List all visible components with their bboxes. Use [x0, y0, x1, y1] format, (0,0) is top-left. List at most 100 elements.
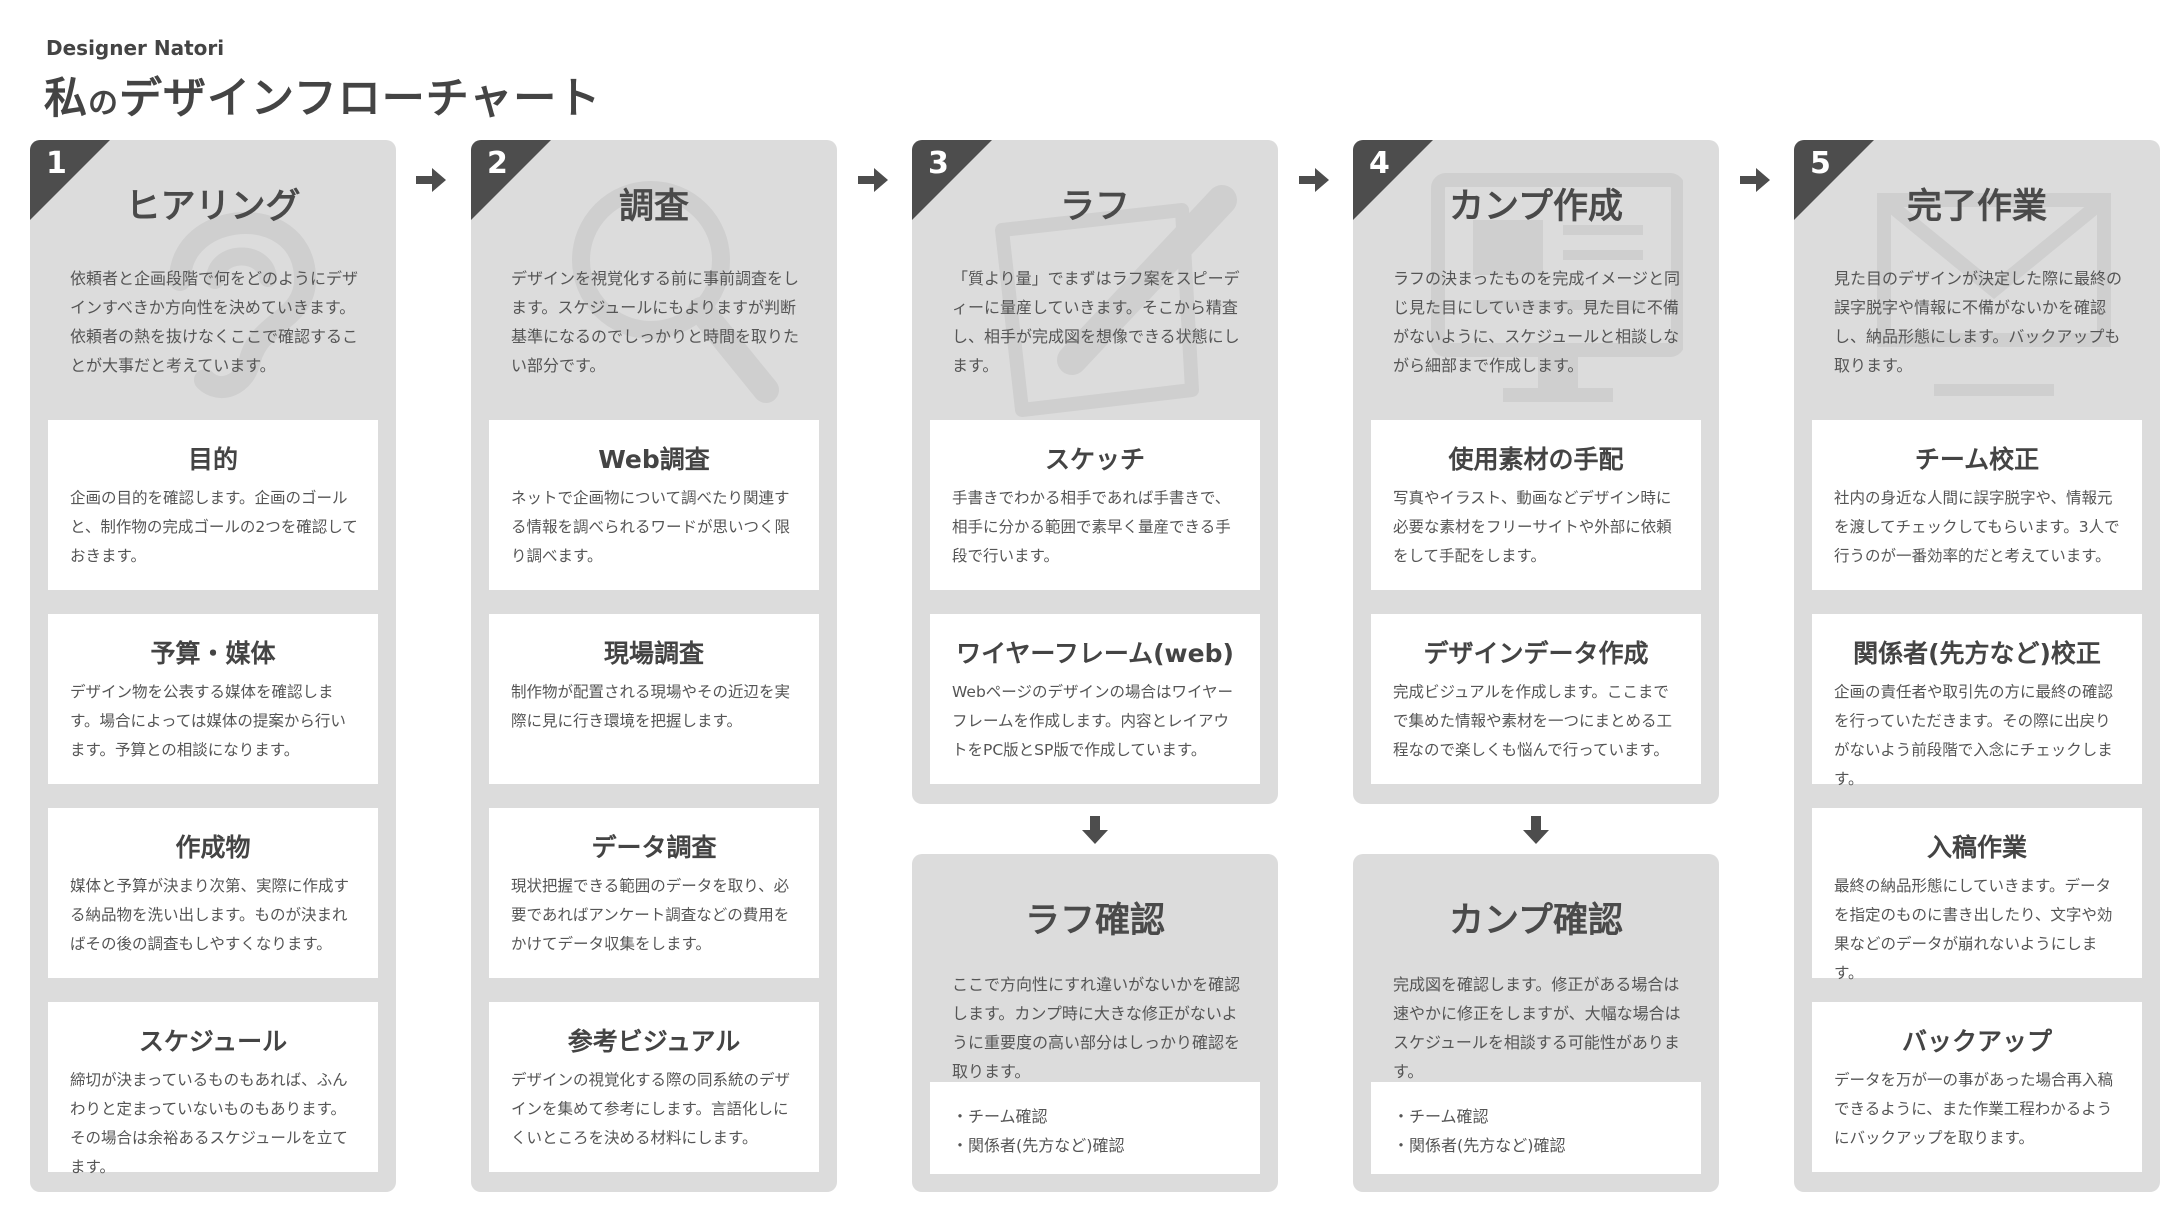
- stage-3-panel: 3 ラフ 「質より量」でまずはラフ案をスピーディーに量産していきます。そこから精…: [912, 140, 1278, 804]
- stage-1-column: 1 ヒアリング 依頼者と企画段階で何をどのようにデザインすべきか方向性を決めてい…: [30, 140, 396, 1192]
- stage-4-confirm-panel: カンプ確認 完成図を確認します。修正がある場合は速やかに修正をしますが、大幅な場…: [1353, 854, 1719, 1192]
- step-text: 企画の責任者や取引先の方に最終の確認を行っていただきます。その際に出戻りがないよ…: [1834, 683, 2114, 788]
- stage-number-corner: [1794, 140, 1874, 220]
- stage-3-column: 3 ラフ 「質より量」でまずはラフ案をスピーディーに量産していきます。そこから精…: [912, 140, 1278, 804]
- stage-description: 依頼者と企画段階で何をどのようにデザインすべきか方向性を決めていきます。依頼者の…: [70, 269, 359, 375]
- stage-3-confirm-panel: ラフ確認 ここで方向性にすれ違いがないかを確認します。カンプ時に大きな修正がない…: [912, 854, 1278, 1192]
- arrow-down-icon: [1523, 816, 1549, 844]
- step-card: チーム校正 社内の身近な人間に誤字脱字や、情報元を渡してチェックしてもらいます。…: [1812, 420, 2142, 590]
- stage-number-corner: [471, 140, 551, 220]
- stage-description: 見た目のデザインが決定した際に最終の誤字脱字や情報に不備がないかを確認し、納品形…: [1834, 269, 2123, 375]
- step-text: 完成ビジュアルを作成します。ここまでで集めた情報や素材を一つにまとめる工程なので…: [1393, 683, 1673, 759]
- step-text: デザイン物を公表する媒体を確認します。場合によっては媒体の提案から行います。予算…: [70, 683, 346, 759]
- step-card: 参考ビジュアル デザインの視覚化する際の同系統のデザインを集めて参考にします。言…: [489, 1002, 819, 1172]
- confirm-checklist: チーム確認 関係者(先方など)確認: [1371, 1082, 1701, 1174]
- confirm-title: ラフ確認: [1024, 901, 1165, 941]
- step-card: 予算・媒体 デザイン物を公表する媒体を確認します。場合によっては媒体の提案から行…: [48, 614, 378, 784]
- step-card: 使用素材の手配 写真やイラスト、動画などデザイン時に必要な素材をフリーサイトや外…: [1371, 420, 1701, 590]
- arrow-down-icon: [1082, 816, 1108, 844]
- arrow-right-icon: [1740, 168, 1770, 192]
- step-title: 予算・媒体: [150, 639, 276, 668]
- step-text: デザインの視覚化する際の同系統のデザインを集めて参考にします。言語化しにくいとこ…: [511, 1071, 791, 1147]
- stage-4-panel: 4 カンプ作成 ラフの決まったものを完成イメージと同じ見た目にしていきます。見た…: [1353, 140, 1719, 804]
- stage-title: ヒアリング: [125, 187, 301, 227]
- step-text: 締切が決まっているものもあれば、ふんわりと定まっていないものもあります。その場合…: [70, 1071, 348, 1176]
- stage-5-column: 5 完了作業 見た目のデザインが決定した際に最終の誤字脱字や情報に不備がないかを…: [1794, 140, 2160, 1192]
- step-card: スケジュール 締切が決まっているものもあれば、ふんわりと定まっていないものもあり…: [48, 1002, 378, 1176]
- stage-description: デザインを視覚化する前に事前調査をします。スケジュールにもよりますが判断基準にな…: [511, 269, 800, 375]
- step-text: Webページのデザインの場合はワイヤーフレームを作成します。内容とレイアウトをP…: [952, 683, 1234, 759]
- title-prefix: 私: [44, 74, 88, 124]
- checklist-item: 関係者(先方など)確認: [1393, 1131, 1566, 1160]
- stage-number: 1: [46, 146, 67, 181]
- step-text: 制作物が配置される現場やその近辺を実際に見に行き環境を把握します。: [511, 683, 791, 730]
- stage-description: ラフの決まったものを完成イメージと同じ見た目にしていきます。見た目に不備がないよ…: [1393, 269, 1681, 375]
- step-text: 最終の納品形態にしていきます。データを指定のものに書き出したり、文字や効果などの…: [1834, 877, 2113, 982]
- stage-2-column: 2 調査 デザインを視覚化する前に事前調査をします。スケジュールにもよりますが判…: [471, 140, 837, 1192]
- step-text: 写真やイラスト、動画などデザイン時に必要な素材をフリーサイトや外部に依頼をして手…: [1393, 489, 1672, 565]
- step-text: 社内の身近な人間に誤字脱字や、情報元を渡してチェックしてもらいます。3人で行うの…: [1834, 489, 2120, 565]
- step-text: 手書きでわかる相手であれば手書きで、相手に分かる範囲で素早く量産できる手段で行い…: [952, 489, 1231, 565]
- confirm-checklist: チーム確認 関係者(先方など)確認: [930, 1082, 1260, 1174]
- step-card: デザインデータ作成 完成ビジュアルを作成します。ここまでで集めた情報や素材を一つ…: [1371, 614, 1701, 784]
- step-card: ワイヤーフレーム(web) Webページのデザインの場合はワイヤーフレームを作成…: [930, 614, 1260, 784]
- step-card: 作成物 媒体と予算が決まり次第、実際に作成する納品物を洗い出します。ものが決まれ…: [48, 808, 378, 978]
- author-label: Designer Natori: [46, 36, 225, 60]
- stage-description: 「質より量」でまずはラフ案をスピーディーに量産していきます。そこから精査し、相手…: [952, 269, 1240, 375]
- step-card: 目的 企画の目的を確認します。企画のゴールと、制作物の完成ゴールの2つを確認して…: [48, 420, 378, 590]
- step-text: ネットで企画物について調べたり関連する情報を調べられるワードが思いつく限り調べま…: [511, 489, 791, 565]
- checklist-item: チーム確認: [952, 1102, 1125, 1131]
- stage-title: 調査: [618, 187, 689, 227]
- title-particle: の: [88, 86, 119, 121]
- stage-title: 完了作業: [1906, 187, 2047, 227]
- step-title: デザインデータ作成: [1423, 639, 1649, 668]
- stage-5-panel: 5 完了作業 見た目のデザインが決定した際に最終の誤字脱字や情報に不備がないかを…: [1794, 140, 2160, 1192]
- confirm-description: ここで方向性にすれ違いがないかを確認します。カンプ時に大きな修正がないように重要…: [952, 975, 1241, 1081]
- step-text: 企画の目的を確認します。企画のゴールと、制作物の完成ゴールの2つを確認しておきま…: [70, 489, 358, 565]
- step-title: データ調査: [591, 833, 717, 862]
- stage-number-corner: [912, 140, 992, 220]
- stage-2-panel: 2 調査 デザインを視覚化する前に事前調査をします。スケジュールにもよりますが判…: [471, 140, 837, 1192]
- checklist-item: 関係者(先方など)確認: [952, 1131, 1125, 1160]
- step-card: データ調査 現状把握できる範囲のデータを取り、必要であればアンケート調査などの費…: [489, 808, 819, 978]
- stage-title: ラフ: [1059, 187, 1130, 227]
- step-card: Web調査 ネットで企画物について調べたり関連する情報を調べられるワードが思いつ…: [489, 420, 819, 590]
- step-title: 入稿作業: [1926, 833, 2027, 862]
- step-text: 媒体と予算が決まり次第、実際に作成する納品物を洗い出します。ものが決まればその後…: [70, 877, 350, 953]
- step-title: 関係者(先方など)校正: [1853, 639, 2101, 668]
- step-title: 現場調査: [603, 639, 704, 668]
- arrow-right-icon: [416, 168, 446, 192]
- step-title: チーム校正: [1914, 445, 2040, 474]
- stage-1-panel: 1 ヒアリング 依頼者と企画段階で何をどのようにデザインすべきか方向性を決めてい…: [30, 140, 396, 1192]
- step-title: バックアップ: [1901, 1027, 2052, 1056]
- confirm-description: 完成図を確認します。修正がある場合は速やかに修正をしますが、大幅な場合はスケジュ…: [1393, 975, 1681, 1081]
- step-card: 入稿作業 最終の納品形態にしていきます。データを指定のものに書き出したり、文字や…: [1812, 808, 2142, 982]
- stage-number: 5: [1810, 146, 1831, 181]
- step-card: スケッチ 手書きでわかる相手であれば手書きで、相手に分かる範囲で素早く量産できる…: [930, 420, 1260, 590]
- stage-number-corner: [30, 140, 110, 220]
- step-card: バックアップ データを万が一の事があった場合再入稿できるように、また作業工程わか…: [1812, 1002, 2142, 1172]
- stage-4-column: 4 カンプ作成 ラフの決まったものを完成イメージと同じ見た目にしていきます。見た…: [1353, 140, 1719, 804]
- title-rest: デザインフローチャート: [119, 74, 602, 124]
- step-title: 作成物: [175, 833, 251, 862]
- checklist-item: チーム確認: [1393, 1102, 1566, 1131]
- stage-number: 4: [1369, 146, 1390, 181]
- stage-number: 3: [928, 146, 949, 181]
- confirm-title: カンプ確認: [1449, 901, 1623, 941]
- step-title: Web調査: [598, 445, 710, 474]
- arrow-right-icon: [858, 168, 888, 192]
- step-title: 参考ビジュアル: [567, 1027, 741, 1056]
- step-title: ワイヤーフレーム(web): [956, 639, 1234, 668]
- page-title: 私のデザインフローチャート: [44, 64, 601, 126]
- stage-title: カンプ作成: [1449, 187, 1623, 227]
- step-text: データを万が一の事があった場合再入稿できるように、また作業工程わかるようにバック…: [1834, 1071, 2114, 1147]
- arrow-right-icon: [1299, 168, 1329, 192]
- step-text: 現状把握できる範囲のデータを取り、必要であればアンケート調査などの費用をかけてデ…: [511, 877, 790, 953]
- step-card: 現場調査 制作物が配置される現場やその近辺を実際に見に行き環境を把握します。: [489, 614, 819, 784]
- step-title: スケジュール: [138, 1027, 288, 1056]
- stage-number: 2: [487, 146, 508, 181]
- step-title: 使用素材の手配: [1448, 445, 1624, 474]
- step-title: 目的: [187, 445, 238, 474]
- step-title: スケッチ: [1044, 445, 1145, 474]
- stage-number-corner: [1353, 140, 1433, 220]
